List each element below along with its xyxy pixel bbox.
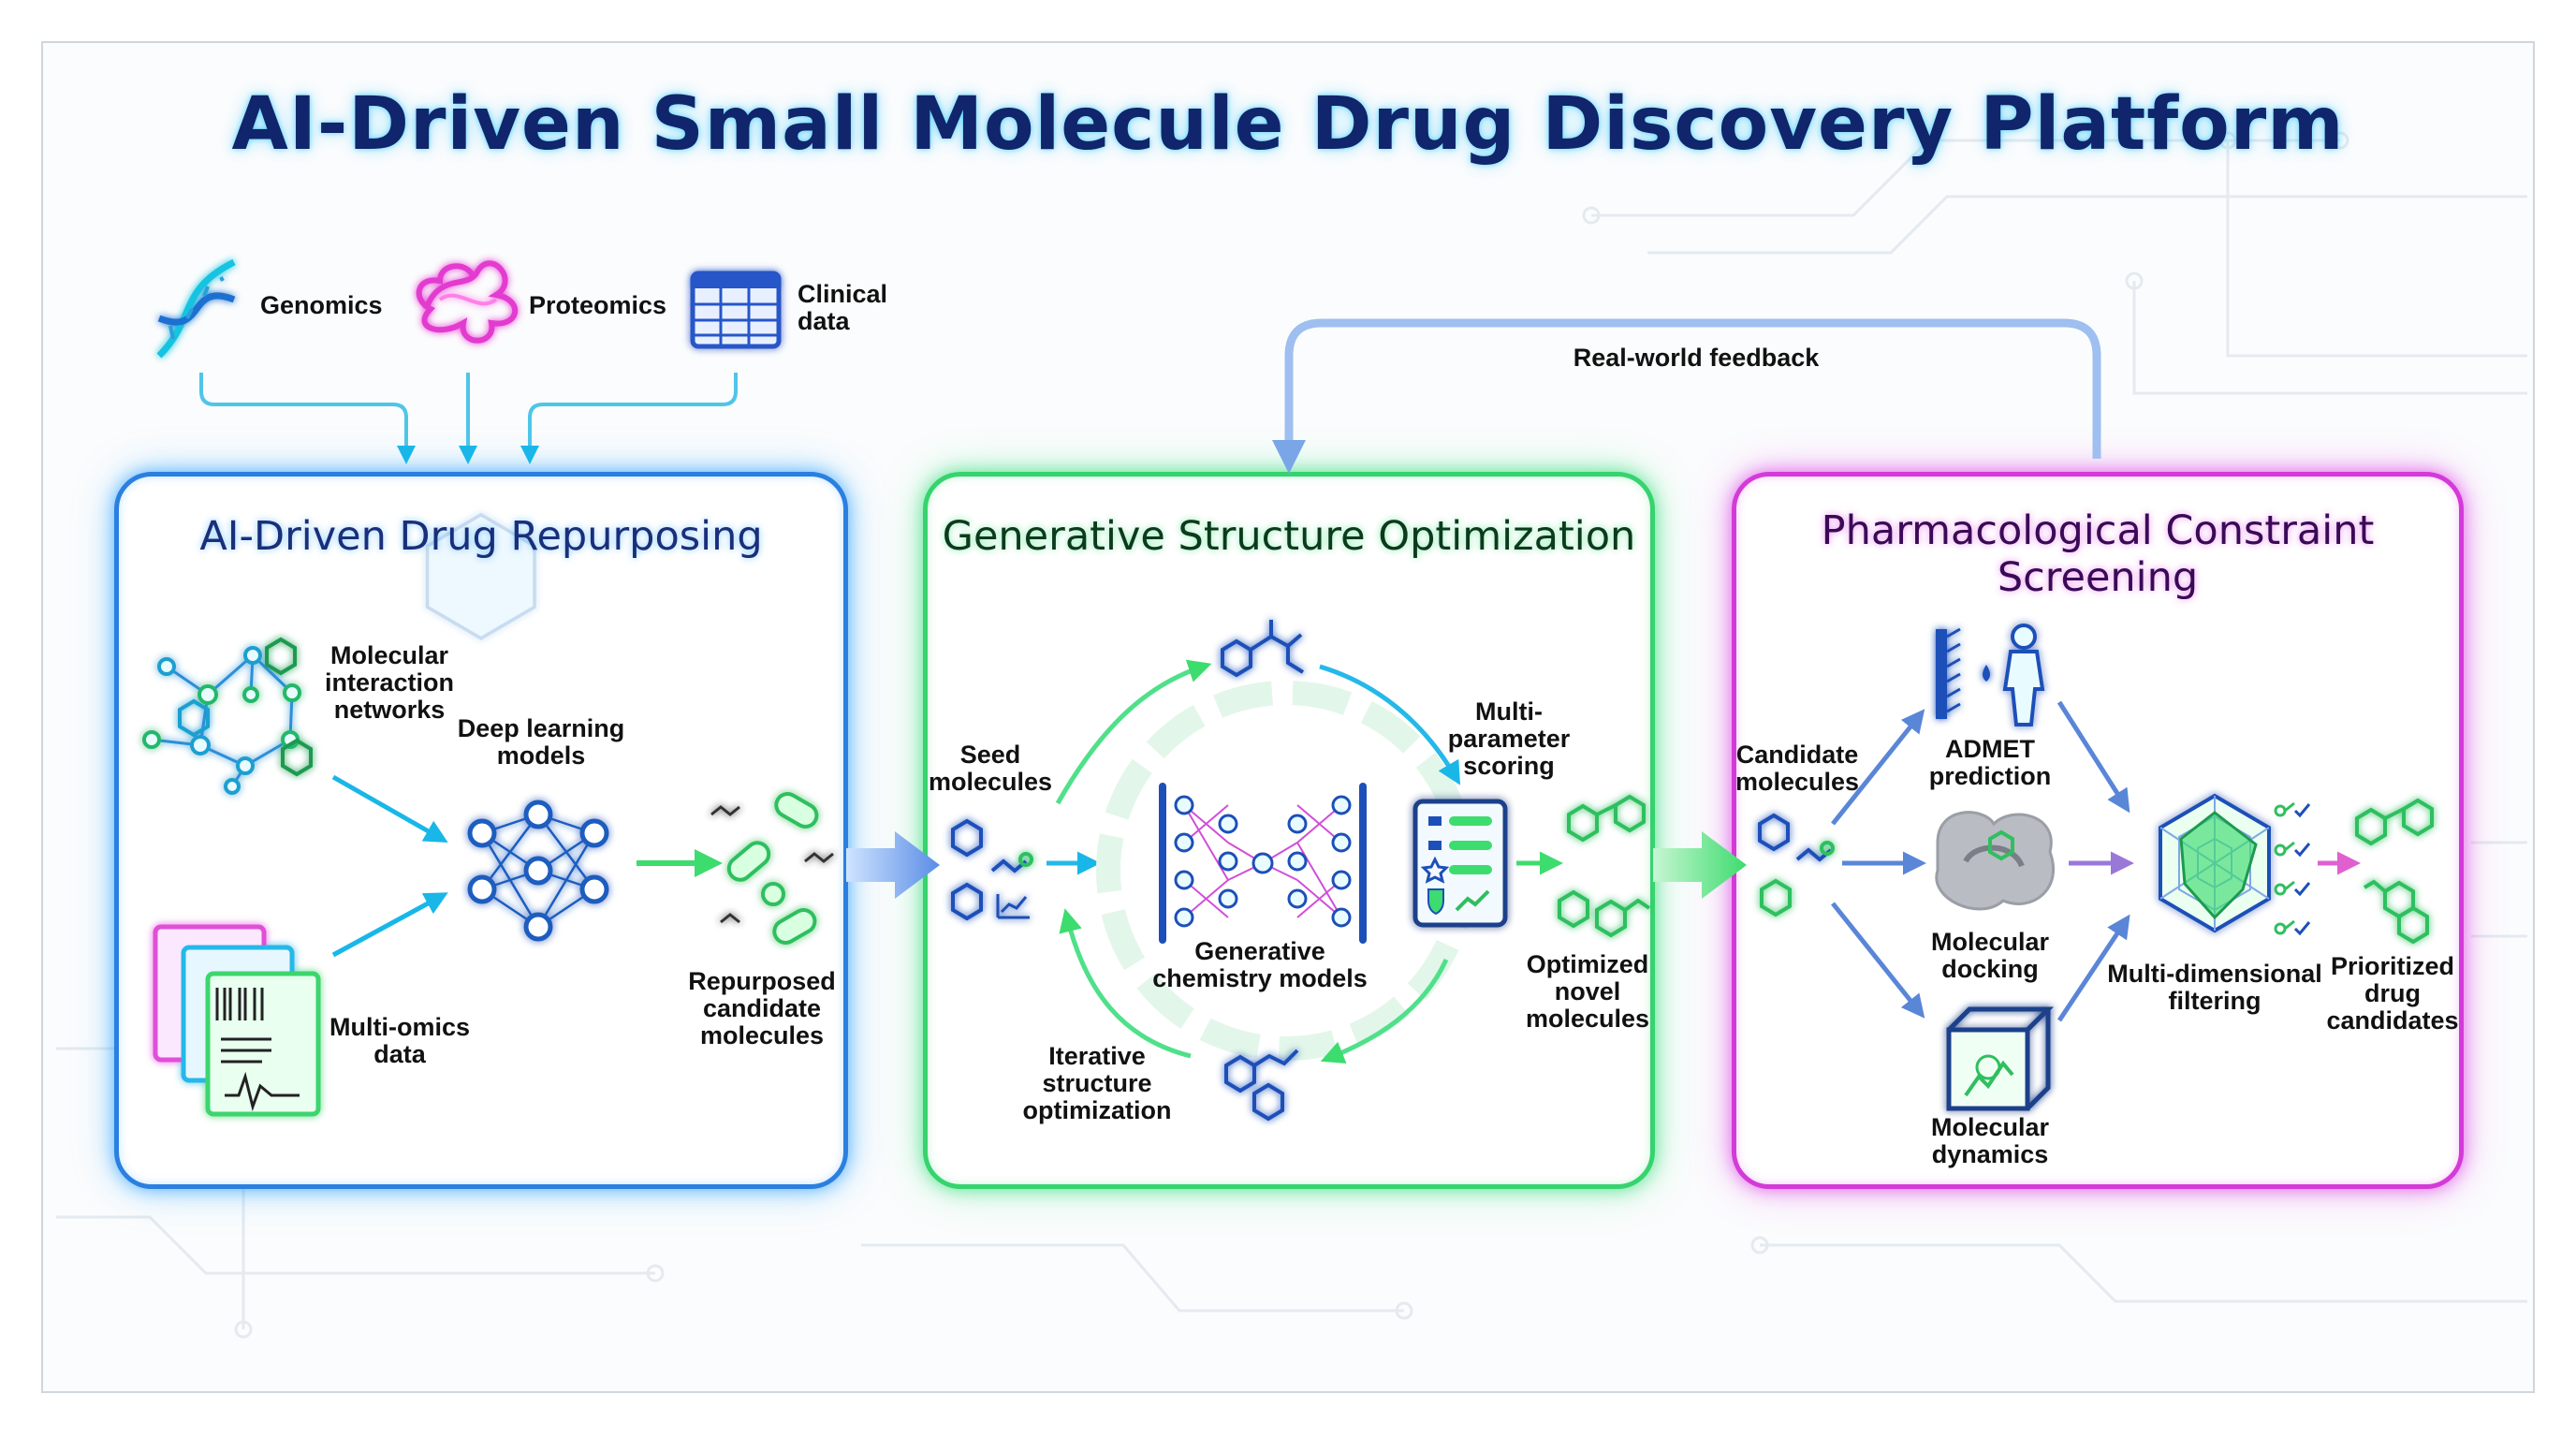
scoring-clipboard-icon [1412, 799, 1508, 928]
iterative-optimization-label: Iterative structure optimization [1022, 1042, 1172, 1124]
dna-icon [156, 258, 236, 359]
filtering-label: Multi-dimensional filtering [2107, 960, 2322, 1015]
deep-learning-network-icon [425, 512, 609, 942]
molecule-bottom-icon [1224, 1049, 1299, 1122]
multi-omics-cards-icon [153, 924, 321, 1117]
optimized-molecules-icon [1558, 794, 1651, 938]
panel2-title: Generative Structure Optimization [942, 513, 1636, 560]
dynamics-to-filter-arrow [2056, 914, 2130, 1022]
cycle-arrow-bottom-left [1059, 908, 1192, 1059]
genomics-arrow [199, 373, 416, 464]
panel-structure-optimization [923, 472, 1655, 1189]
candidate-pills-icon [710, 792, 834, 945]
admet-label: ADMET prediction [1928, 735, 2052, 790]
clinical-data-label: Clinical data [798, 280, 888, 335]
molecule-top-icon [1221, 620, 1305, 678]
docking-protein-icon [1935, 811, 2056, 911]
generative-model-icon [1159, 783, 1367, 944]
cycle-arrow-top-left [1055, 659, 1212, 805]
candidate-molecules-label: Candidate molecules [1734, 741, 1860, 796]
optimized-molecules-label: Optimized novel molecules [1525, 950, 1650, 1033]
admet-to-filter-arrow [2056, 700, 2130, 814]
seed-molecules-label: Seed molecules [928, 741, 1053, 796]
candidate-molecules-icon [1758, 813, 1835, 917]
diagram-title: AI-Driven Small Molecule Drug Discovery … [231, 82, 2345, 167]
panel1-title: AI-Driven Drug Repurposing [199, 513, 763, 560]
molecular-network-icon [142, 637, 313, 795]
networks-label: Molecular interaction networks [324, 641, 455, 724]
panel-constraint-screening [1732, 472, 2464, 1189]
multi-omics-label: Multi-omics data [329, 1013, 471, 1068]
generative-models-label: Generative chemistry models [1152, 937, 1368, 992]
genomics-label: Genomics [260, 291, 383, 319]
cycle-arrow-bottom-right [1320, 958, 1449, 1064]
to-admet-arrow [1831, 709, 1925, 826]
seed-molecules-icon [951, 818, 1033, 921]
dynamics-cube-icon [1946, 1006, 2055, 1111]
repurposed-label: Repurposed candidate molecules [688, 967, 836, 1049]
network-to-dl-arrow [331, 774, 448, 843]
admet-human-icon [1936, 624, 2045, 726]
deep-learning-label: Deep learning models [457, 714, 625, 770]
scoring-label: Multi- parameter scoring [1447, 697, 1571, 780]
cycle-arrow-top-right [1319, 664, 1461, 785]
dynamics-label: Molecular dynamics [1930, 1113, 2050, 1168]
to-dynamics-arrow [1831, 902, 1925, 1019]
prioritized-candidates-icon [2355, 798, 2434, 945]
stage1-to-stage2-arrow [846, 831, 940, 899]
feedback-loop-arrow [1272, 318, 2101, 474]
protein-icon [416, 260, 518, 344]
radar-filter-icon [2159, 793, 2271, 933]
proteomics-label: Proteomics [529, 291, 667, 319]
prioritized-label: Prioritized drug candidates [2326, 952, 2459, 1034]
checklist-molecules-icon [2274, 801, 2311, 936]
docking-label: Molecular docking [1930, 928, 2050, 983]
panel3-title: Pharmacological Constraint Screening [1821, 507, 2375, 601]
omics-to-dl-arrow [331, 892, 448, 958]
feedback-label: Real-world feedback [1573, 344, 1820, 372]
clinical-arrow [520, 373, 738, 464]
clinical-table-icon [690, 271, 782, 349]
stage2-to-stage3-arrow [1653, 831, 1747, 899]
